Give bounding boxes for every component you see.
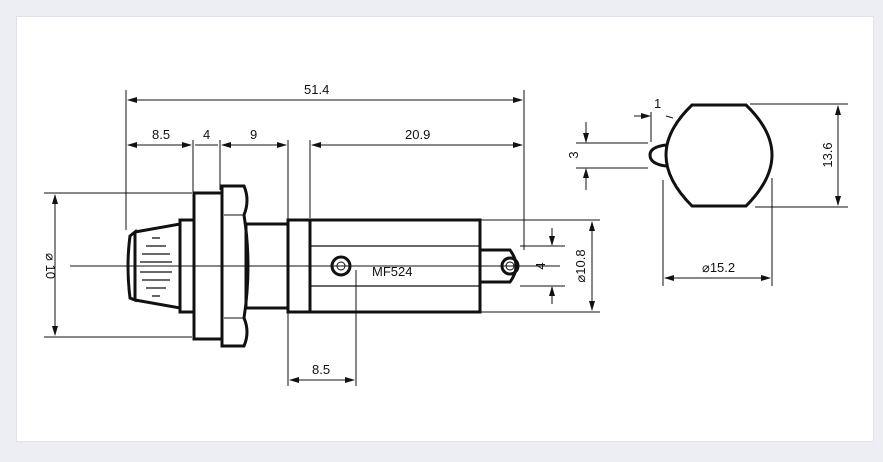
- grip-lines-icon: [140, 237, 172, 297]
- dim-flange: 4: [203, 127, 210, 142]
- dim-cap-length: 8.5: [152, 127, 170, 142]
- dim-terminal-offset: 8.5: [312, 362, 330, 377]
- dim-body-length: 20.9: [405, 127, 430, 142]
- dim-end-diameter: ⌀15.2: [702, 260, 735, 275]
- dim-nut-section: 9: [250, 127, 257, 142]
- dim-cap-diameter: ⌀ 10: [43, 253, 58, 279]
- part-label: MF524: [372, 264, 412, 279]
- dim-key-height: 3: [566, 151, 581, 158]
- side-view: [70, 184, 560, 348]
- end-view: [576, 103, 848, 286]
- dimension-lines: [44, 90, 600, 386]
- dim-overall-length: 51.4: [304, 82, 329, 97]
- dim-end-height: 13.6: [820, 142, 835, 167]
- dim-key-width: 1: [654, 96, 661, 111]
- dim-body-diameter: ⌀10.8: [573, 249, 588, 282]
- dim-tab-hole: 4: [533, 262, 548, 269]
